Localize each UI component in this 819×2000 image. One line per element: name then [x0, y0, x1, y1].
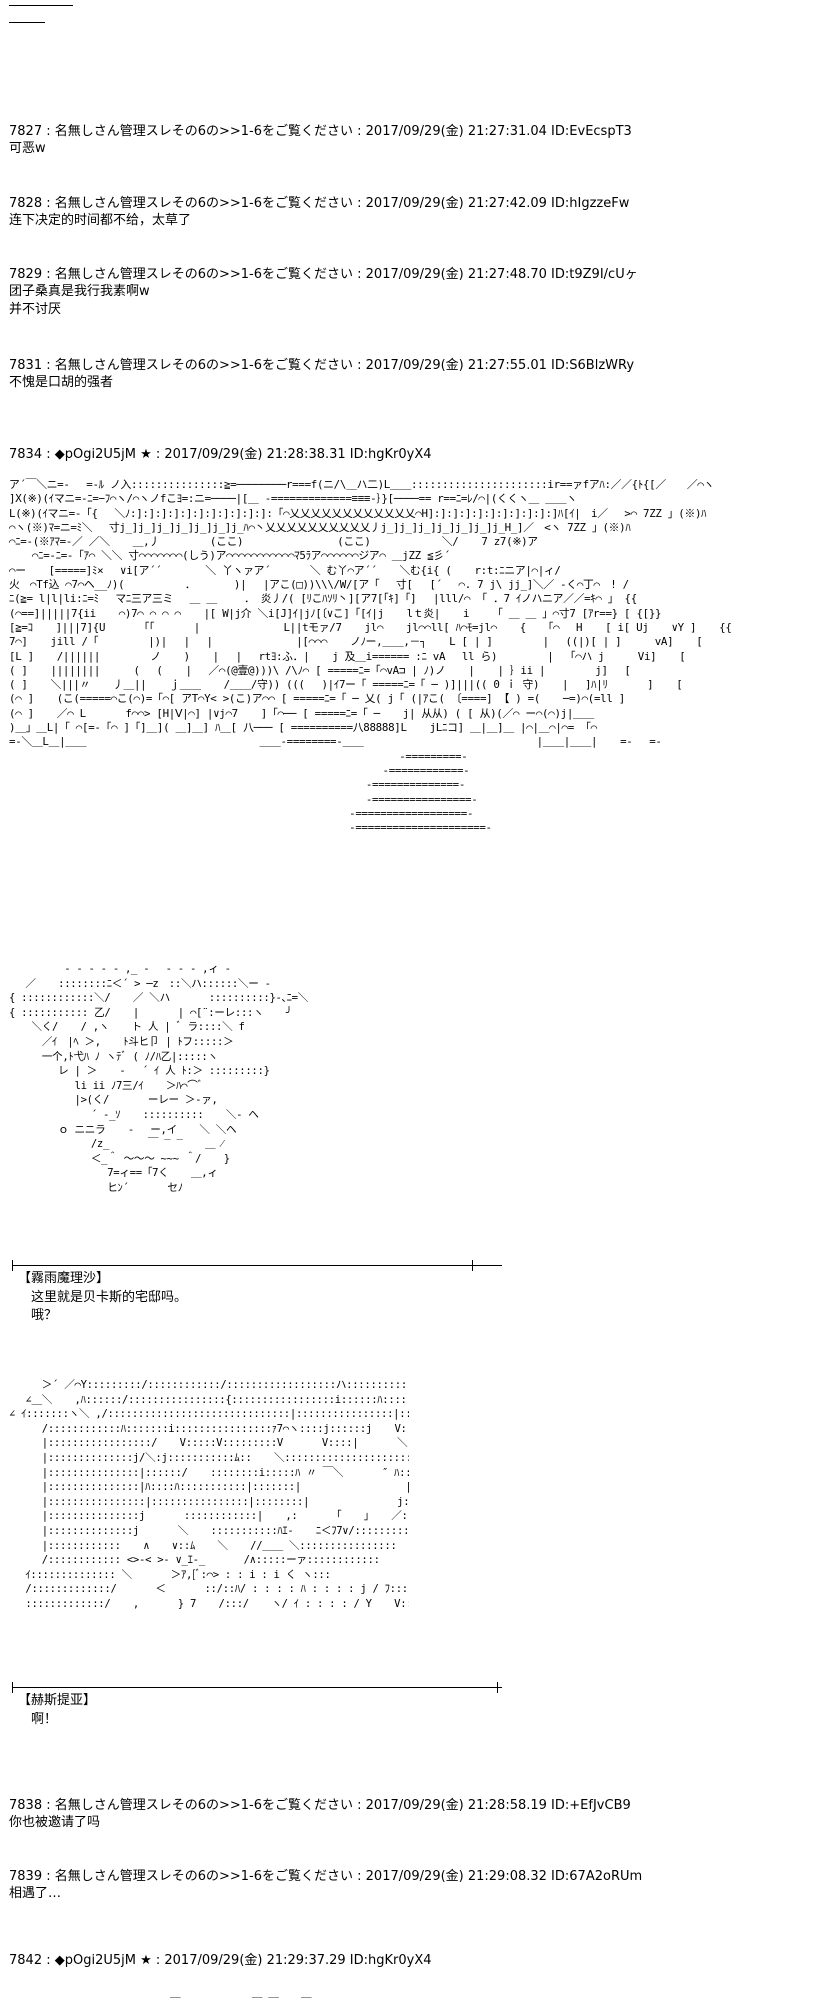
post-body: 不愧是口胡的强者 — [9, 375, 114, 390]
top-divider-short — [9, 22, 45, 23]
post-body: 可恶w — [9, 141, 46, 156]
post-7842: 7842 : ◆pOgi2U5jM ★ : 2017/09/29(金) 21:2… — [9, 1953, 799, 1969]
speech-line: 这里就是贝卡斯的宅邸吗。 — [31, 1290, 188, 1305]
divider-tick — [12, 1260, 13, 1271]
post-7828: 7828 : 名無しさん管理スレその6の>>1-6をご覧ください : 2017/… — [9, 196, 799, 230]
post-7827: 7827 : 名無しさん管理スレその6の>>1-6をご覧ください : 2017/… — [9, 124, 799, 158]
speech-line: 哦？ — [31, 1308, 58, 1323]
divider-tick — [497, 1682, 498, 1693]
post-7829: 7829 : 名無しさん管理スレその6の>>1-6をご覧ください : 2017/… — [9, 267, 799, 319]
ascii-art-partial: ＿ ＿ ＿ ＿ — [170, 1987, 312, 1999]
post-7838: 7838 : 名無しさん管理スレその6の>>1-6をご覧ください : 2017/… — [9, 1798, 799, 1832]
post-header: 7834 : ◆pOgi2U5jM ★ : 2017/09/29(金) 21:2… — [9, 447, 432, 462]
character-divider — [12, 1260, 502, 1271]
divider-tick — [472, 1260, 473, 1271]
speaker-name-hestia: 【赫斯提亚】 — [18, 1693, 97, 1708]
post-header: 7831 : 名無しさん管理スレその6の>>1-6をご覧ください : 2017/… — [9, 358, 635, 373]
post-header: 7839 : 名無しさん管理スレその6の>>1-6をご覧ください : 2017/… — [9, 1869, 643, 1884]
post-7834: 7834 : ◆pOgi2U5jM ★ : 2017/09/29(金) 21:2… — [9, 447, 799, 463]
speaker-name-marisa: 【霧雨魔理沙】 — [18, 1271, 110, 1286]
post-body: 团子桑真是我行我素啊w 并不讨厌 — [9, 284, 150, 317]
post-header: 7838 : 名無しさん管理スレその6の>>1-6をご覧ください : 2017/… — [9, 1798, 631, 1813]
ascii-art-title: ア´￣＼ニ=- =-ﾙ ノ入:::::::::::::::≧=────────r… — [9, 478, 732, 835]
top-divider — [9, 5, 73, 6]
post-header: 7829 : 名無しさん管理スレその6の>>1-6をご覧ください : 2017/… — [9, 267, 638, 282]
speech-line: 啊！ — [31, 1712, 58, 1727]
post-header: 7842 : ◆pOgi2U5jM ★ : 2017/09/29(金) 21:2… — [9, 1953, 432, 1968]
character-divider — [12, 1682, 502, 1693]
ascii-art-hestia: ＞´ ／⌒Y:::::::::/::::::::::::/:::::::::::… — [9, 1379, 409, 1610]
post-7831: 7831 : 名無しさん管理スレその6の>>1-6をご覧ください : 2017/… — [9, 358, 799, 392]
post-7839: 7839 : 名無しさん管理スレその6の>>1-6をご覧ください : 2017/… — [9, 1869, 799, 1903]
post-body: 连下决定的时间都不给，太草了 — [9, 213, 192, 228]
ascii-art-marisa: - - - - - ,_ - - - - ,ィ - ／ ::::::::ﾆ＜´ … — [9, 963, 309, 1194]
divider-tick — [12, 1682, 13, 1693]
post-body: 相遇了… — [9, 1886, 62, 1901]
post-header: 7827 : 名無しさん管理スレその6の>>1-6をご覧ください : 2017/… — [9, 124, 632, 139]
post-body: 你也被邀请了吗 — [9, 1815, 101, 1830]
post-header: 7828 : 名無しさん管理スレその6の>>1-6をご覧ください : 2017/… — [9, 196, 630, 211]
